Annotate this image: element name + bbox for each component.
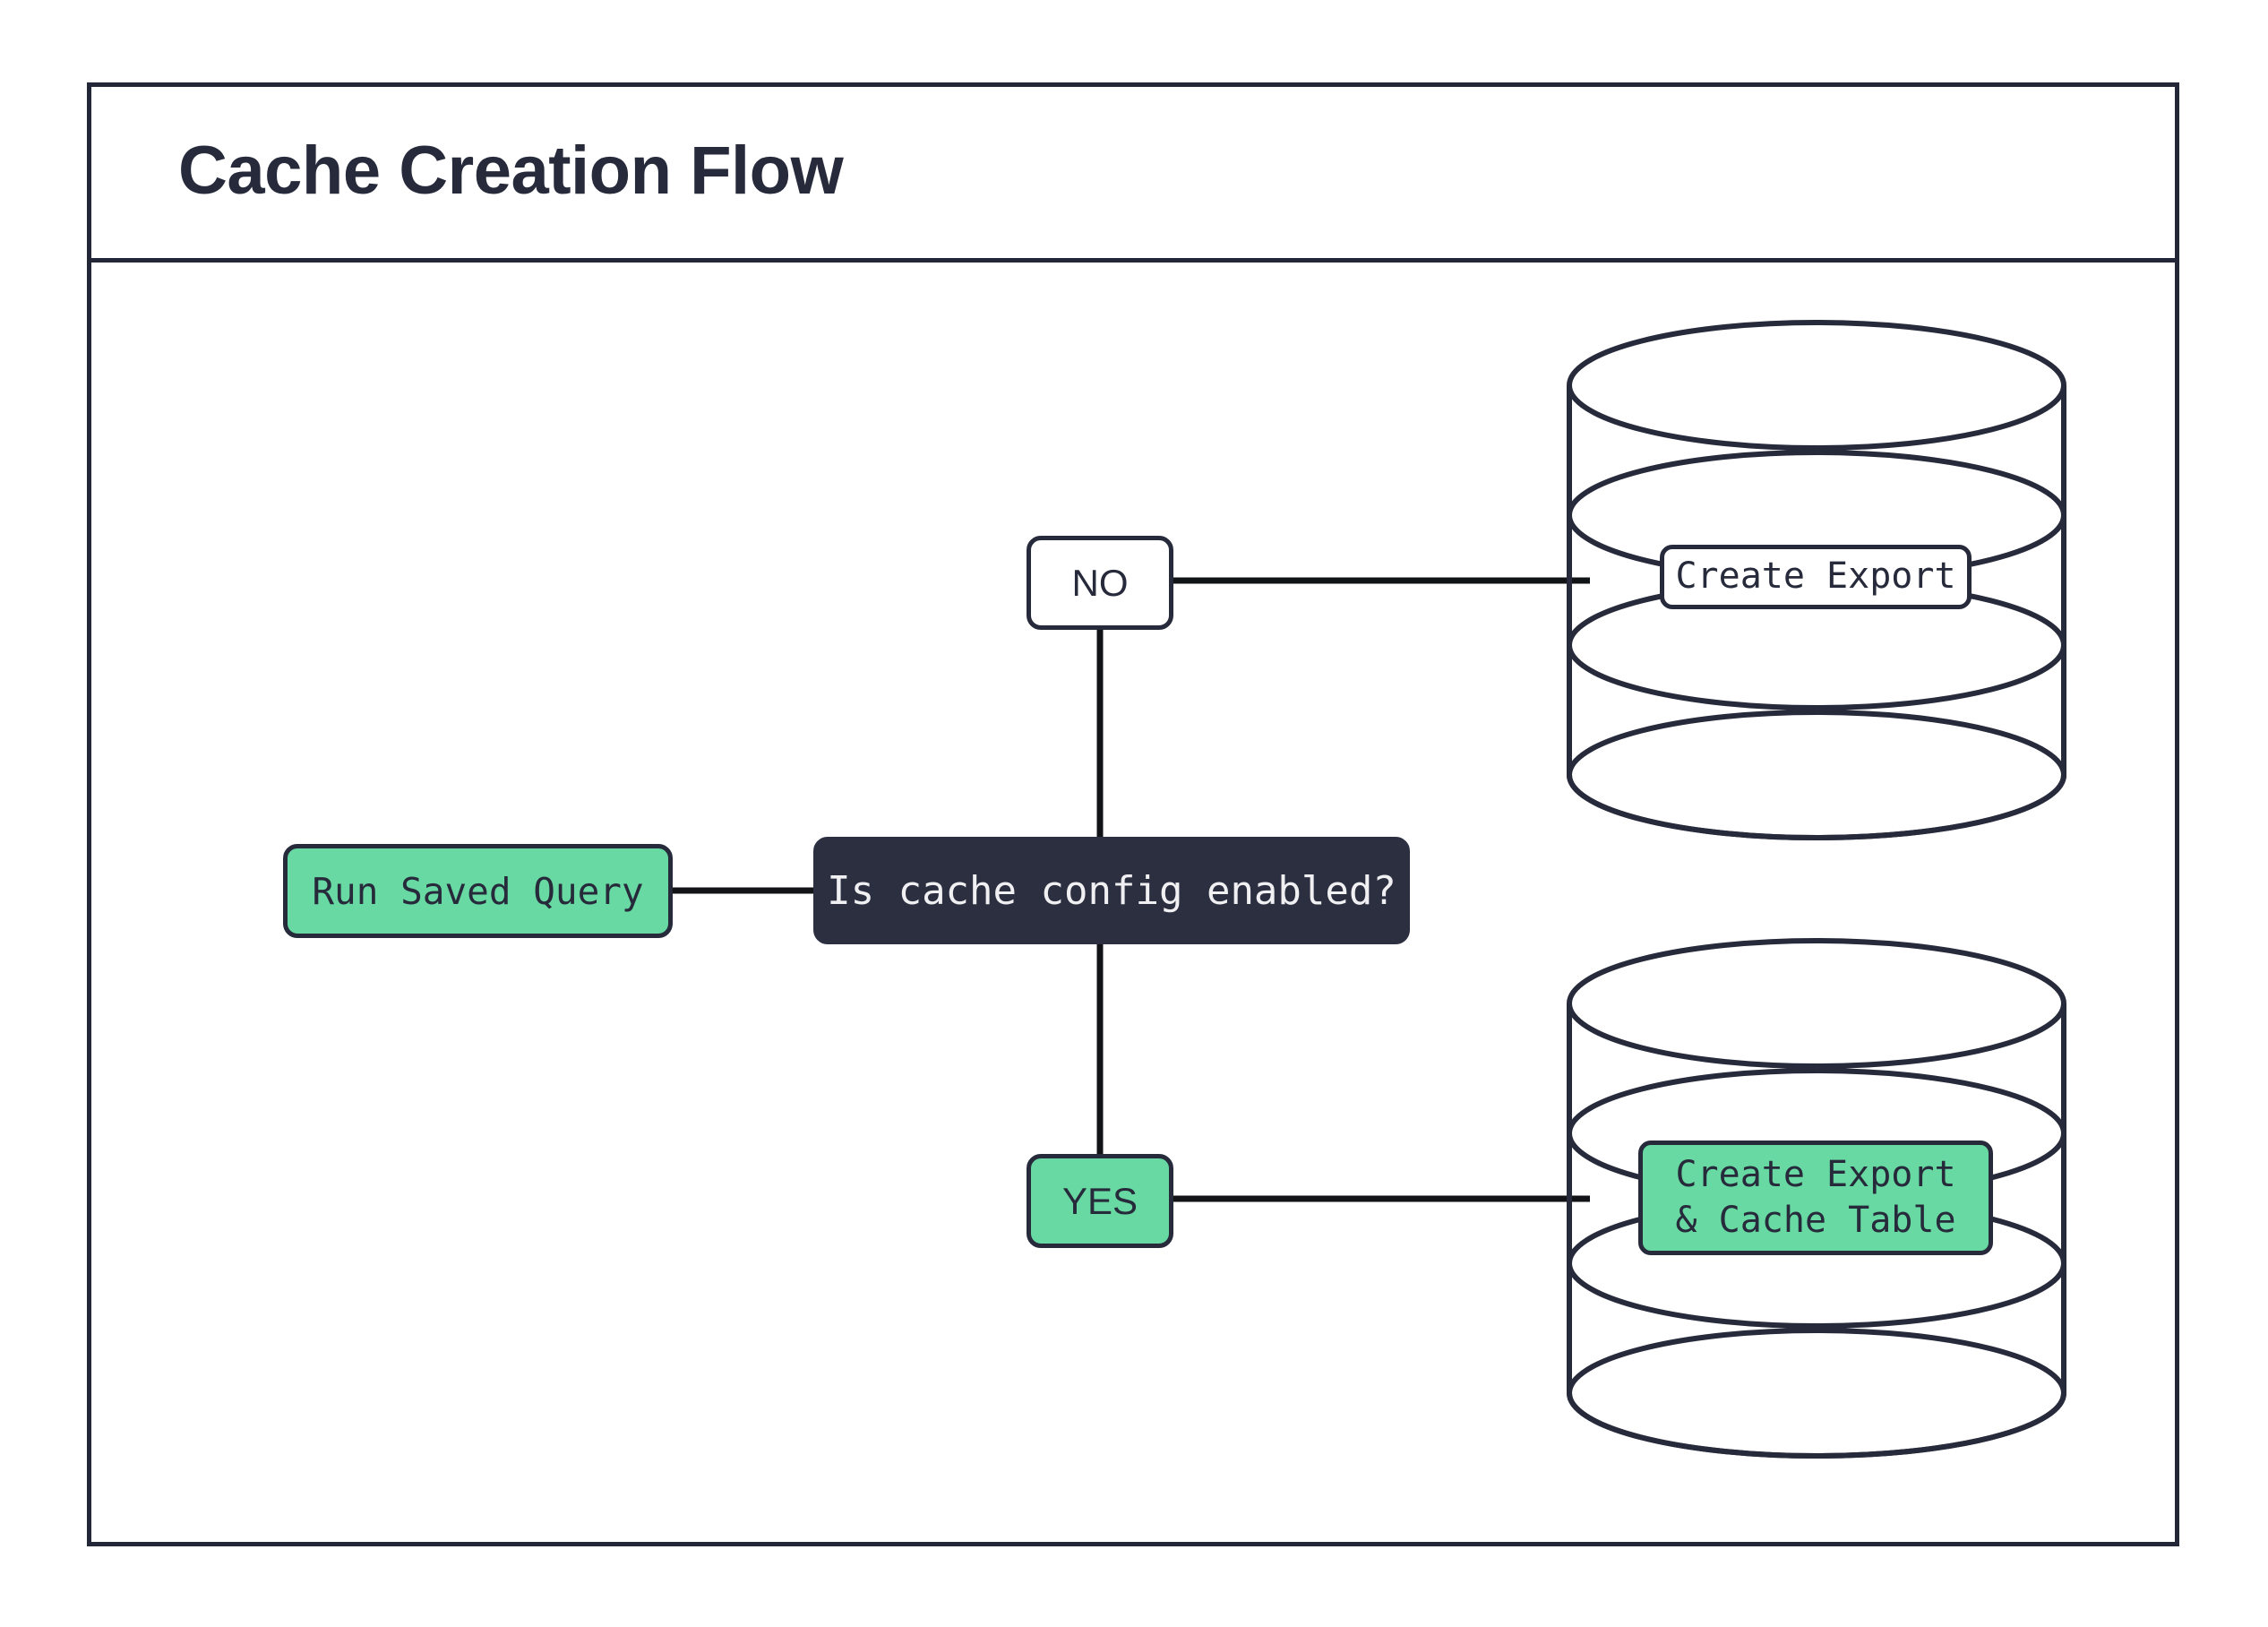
diagram-header: Cache Creation Flow xyxy=(87,82,2179,263)
node-run-saved-query[interactable]: Run Saved Query xyxy=(283,844,673,938)
node-branch-yes[interactable]: YES xyxy=(1027,1154,1173,1248)
node-db-bottom-label-create-export-cache-table[interactable]: Create Export & Cache Table xyxy=(1638,1141,1993,1255)
db-bottom-label-line-1: Create Export xyxy=(1675,1153,1956,1195)
node-branch-no[interactable]: NO xyxy=(1027,536,1173,630)
node-decision-is-cache-config-enabled[interactable]: Is cache config enabled? xyxy=(813,837,1410,944)
page-title: Cache Creation Flow xyxy=(178,132,844,209)
node-db-top-label-create-export[interactable]: Create Export xyxy=(1660,545,1972,609)
db-bottom-label-line-2: & Cache Table xyxy=(1675,1200,1956,1241)
diagram-frame xyxy=(87,82,2179,1546)
